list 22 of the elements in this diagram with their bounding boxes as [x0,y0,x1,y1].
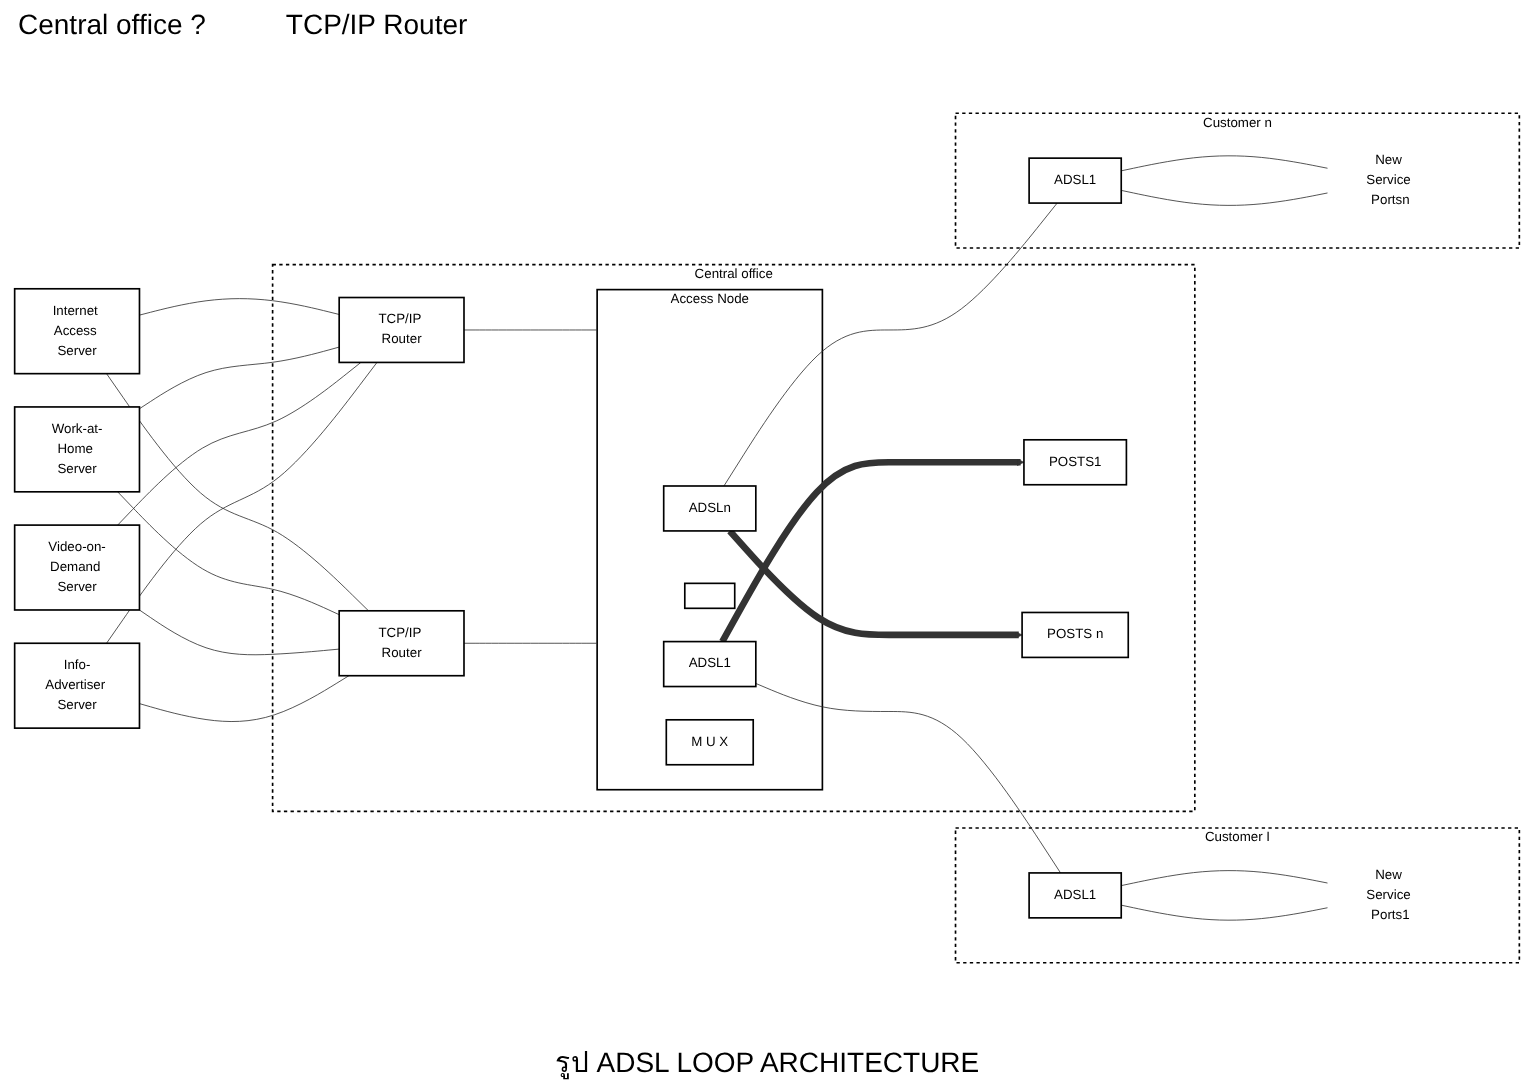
caption: รูป ADSL LOOP ARCHITECTURE [554,1044,980,1084]
connector [139,298,340,316]
connector [139,346,340,410]
connector [1120,870,1329,887]
connector [106,373,369,612]
connector [755,683,1061,874]
connector [1120,904,1329,921]
note-label: TCP/IP Router [285,8,468,40]
connector [106,362,378,644]
arrow [719,458,1025,644]
connector [139,675,350,722]
note-label: Central office ? [18,8,206,40]
connector [1120,189,1329,206]
connector [723,202,1058,487]
node-box [683,582,736,610]
connector [117,362,362,526]
connector [139,609,340,656]
connector [463,329,598,331]
arrow [727,528,1023,639]
connector [1120,155,1329,172]
connector [117,491,340,616]
connector [463,642,598,644]
